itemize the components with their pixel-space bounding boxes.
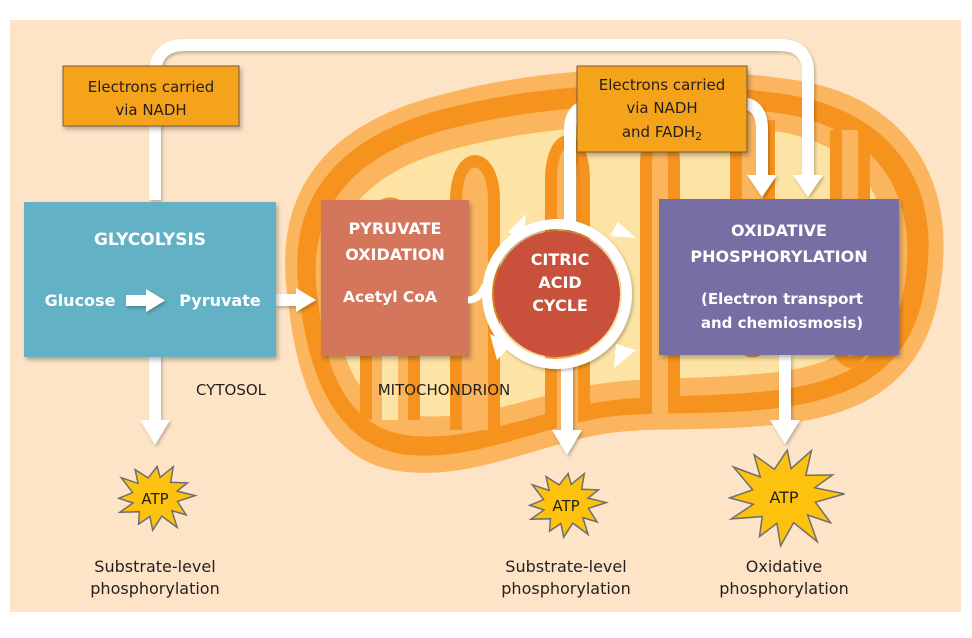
pyruvate-label: Pyruvate [179,291,261,310]
oxidative-phosphorylation-box: OXIDATIVE PHOSPHORYLATION (Electron tran… [659,199,899,355]
atp-label: ATP [552,497,579,515]
atp-output: ATP Oxidative phosphorylation [719,448,849,598]
cytosol-label: CYTOSOL [196,381,267,399]
atp-caption-line1: Oxidative [746,557,823,576]
mitochondrion-label: MITOCHONDRION [378,381,511,399]
fadh-text: and FADH [622,123,695,141]
atp-burst-icon [116,464,199,533]
electron-box-fadh2-line2: via NADH [626,99,697,117]
atp-burst-icon [527,471,610,540]
pyruvate-oxidation-title-2: OXIDATION [345,245,445,264]
atp-caption-line1: Substrate-level [505,557,626,576]
atp-outputs: ATP Substrate-level phosphorylation ATP Subs… [90,448,849,598]
atp-caption-line2: phosphorylation [90,579,219,598]
citric-label-3: CYCLE [532,296,588,315]
cycle-arrowheads [490,214,636,368]
oxphos-sub-2: and chemiosmosis) [701,314,863,332]
glycolysis-to-atp-arrow [140,355,170,445]
citric-acid-cycle: CITRIC ACID CYCLE [482,214,636,369]
electron-box-nadh-fadh2: Electrons carried via NADH and FADH2 [576,65,748,153]
electron-box-fadh2-line1: Electrons carried [599,76,726,94]
atp-burst-icon [727,448,845,549]
citric-label-1: CITRIC [531,250,590,269]
electron-flow-arrow-nadh [149,39,823,200]
atp-caption-line1: Substrate-level [94,557,215,576]
pyruvate-oxidation-title-1: PYRUVATE [349,219,442,238]
oxphos-title-1: OXIDATIVE [731,221,827,240]
electron-box-fadh2-line3: and FADH2 [622,123,702,143]
glucose-to-pyruvate-arrow [126,289,165,312]
oxphos-title-2: PHOSPHORYLATION [690,247,867,266]
atp-label: ATP [769,488,798,507]
atp-caption-line2: phosphorylation [501,579,630,598]
electron-box-nadh: Electrons carried via NADH [62,65,240,127]
pyruvate-oxidation-box: PYRUVATE OXIDATION Acetyl CoA [321,200,469,356]
oxphos-to-atp-arrow [770,355,800,444]
oxphos-sub-1: (Electron transport [701,290,863,308]
atp-caption-line2: phosphorylation [719,579,848,598]
pyruvate-transfer-arrow [276,288,316,312]
atp-label: ATP [141,490,168,508]
glucose-label: Glucose [45,291,116,310]
fadh-subscript: 2 [695,130,702,143]
citric-label-2: ACID [538,273,581,292]
electron-box-nadh-line1: Electrons carried [88,78,215,96]
glycolysis-title: GLYCOLYSIS [94,230,206,250]
citric-to-atp-arrow [552,360,582,455]
acetyl-coa-label: Acetyl CoA [343,288,437,306]
electron-box-nadh-line2: via NADH [115,101,186,119]
atp-output: ATP Substrate-level phosphorylation [501,471,631,598]
glycolysis-box: GLYCOLYSIS Glucose Pyruvate [24,202,276,357]
atp-output: ATP Substrate-level phosphorylation [90,464,220,598]
